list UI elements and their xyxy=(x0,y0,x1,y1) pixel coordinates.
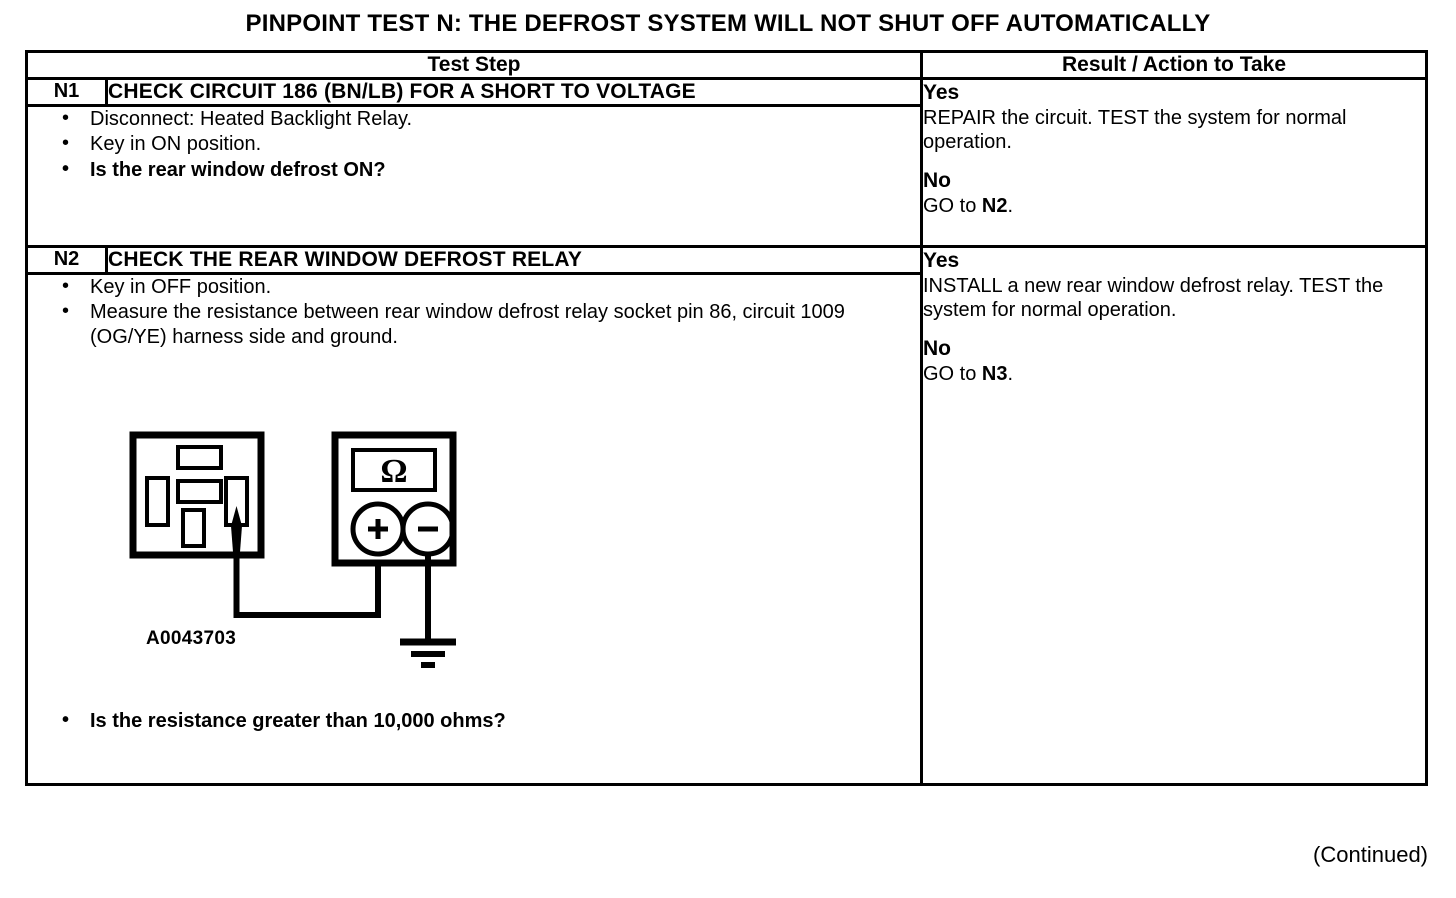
relay-pin-slot-left xyxy=(145,476,170,528)
result-yes-label-n2: Yes xyxy=(923,249,960,272)
page-title: PINPOINT TEST N: THE DEFROST SYSTEM WILL… xyxy=(245,10,1211,37)
bullet-list-n2-closing: Is the resistance greater than 10,000 oh… xyxy=(28,708,920,733)
bullet-item: Key in OFF position. xyxy=(28,274,920,299)
result-no-block-n1: No GO to N2. xyxy=(923,168,1425,218)
bullet-item-question: Is the resistance greater than 10,000 oh… xyxy=(28,708,920,733)
result-no-block-n2: No GO to N3. xyxy=(923,336,1425,386)
result-no-target-n2: N3 xyxy=(981,363,1008,386)
step-body-n2: Key in OFF position. Measure the resista… xyxy=(25,272,923,786)
bullet-list-n1: Disconnect: Heated Backlight Relay. Key … xyxy=(28,106,920,182)
result-no-label-n1: No xyxy=(923,169,951,193)
probe-lead-wire xyxy=(233,550,381,619)
bullet-item-question: Is the rear window defrost ON? xyxy=(28,157,920,182)
bullet-item: Measure the resistance between rear wind… xyxy=(28,299,920,349)
step-body-row-n1: Disconnect: Heated Backlight Relay. Key … xyxy=(25,104,1427,248)
step-id-n1: N1 xyxy=(25,77,108,107)
result-yes-block-n2: Yes INSTALL a new rear window defrost re… xyxy=(923,248,1425,322)
step-heading-n1: CHECK CIRCUIT 186 (BN/LB) FOR A SHORT TO… xyxy=(105,77,923,107)
pinpoint-test-table: Test Step Result / Action to Take N1 CHE… xyxy=(25,50,1428,786)
step-heading-n2: CHECK THE REAR WINDOW DEFROST RELAY xyxy=(105,245,923,275)
result-no-text-n1: GO to xyxy=(923,195,982,218)
bullet-list-n2: Key in OFF position. Measure the resista… xyxy=(28,274,920,349)
ohm-symbol: Ω xyxy=(380,453,407,490)
result-yes-text-n2: INSTALL a new rear window defrost relay.… xyxy=(923,275,1384,322)
relay-pin-slot-top xyxy=(176,445,223,471)
relay-pin-slot-middle xyxy=(176,479,223,505)
continued-label: (Continued) xyxy=(1313,842,1428,867)
step-heading-row-n2: N2 CHECK THE REAR WINDOW DEFROST RELAY Y… xyxy=(25,245,1428,786)
result-no-suffix-n2: . xyxy=(1007,363,1014,386)
relay-ohmmeter-diagram: Ω xyxy=(129,431,457,669)
result-no-target-n1: N2 xyxy=(981,195,1008,218)
test-figure: Ω A0043703 xyxy=(28,350,920,705)
step-body-row-n2: Key in OFF position. Measure the resista… xyxy=(25,272,1427,786)
result-no-suffix-n1: . xyxy=(1007,195,1014,218)
result-cell-n2: Yes INSTALL a new rear window defrost re… xyxy=(920,245,1428,786)
result-no-label-n2: No xyxy=(923,337,951,361)
test-probe-tip xyxy=(231,506,242,553)
result-no-text-n2: GO to xyxy=(923,363,982,386)
result-yes-text-n1: REPAIR the circuit. TEST the system for … xyxy=(923,107,1347,154)
ohmmeter-display xyxy=(351,448,437,493)
figure-id-label: A0043703 xyxy=(146,628,237,650)
relay-socket-box xyxy=(129,431,265,559)
result-yes-block-n1: Yes REPAIR the circuit. TEST the system … xyxy=(923,80,1425,154)
bullet-item: Disconnect: Heated Backlight Relay. xyxy=(28,106,920,131)
table-header-row: Test Step Result / Action to Take xyxy=(25,50,1428,80)
step-body-n1: Disconnect: Heated Backlight Relay. Key … xyxy=(25,104,923,248)
result-yes-label-n1: Yes xyxy=(923,81,960,104)
step-id-n2: N2 xyxy=(25,245,108,275)
ohmmeter-body xyxy=(331,431,457,567)
relay-pin-slot-bottom xyxy=(181,508,206,549)
result-cell-n1: Yes REPAIR the circuit. TEST the system … xyxy=(920,77,1428,248)
bullet-item: Key in ON position. xyxy=(28,131,920,156)
column-header-result-action: Result / Action to Take xyxy=(920,50,1428,80)
step-heading-row-n1: N1 CHECK CIRCUIT 186 (BN/LB) FOR A SHORT… xyxy=(25,77,1428,248)
column-header-test-step: Test Step xyxy=(25,50,923,80)
